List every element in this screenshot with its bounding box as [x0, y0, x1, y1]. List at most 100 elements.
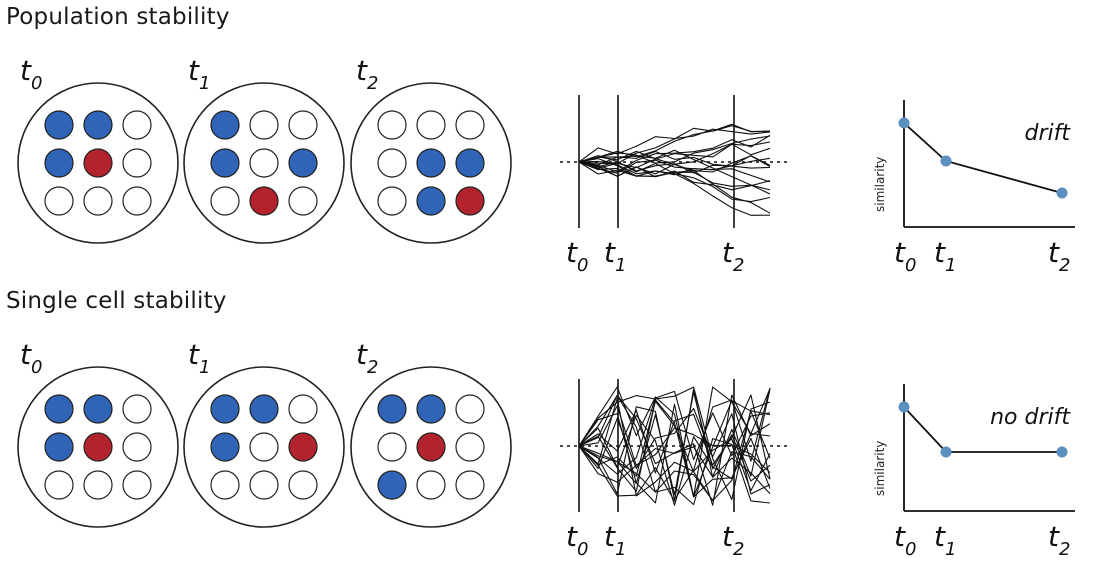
cell-empty — [249, 470, 279, 500]
cell-empty — [122, 110, 152, 140]
cell-blue — [83, 110, 113, 140]
cell-blue — [416, 394, 446, 424]
cell-empty — [377, 148, 407, 178]
drift-annotation: drift — [1025, 121, 1072, 146]
activity-trace — [578, 150, 771, 169]
cell-red — [249, 186, 279, 216]
time-label-t0: t0 — [20, 54, 42, 94]
similarity-axis-label-t0: t0 — [894, 520, 916, 560]
time-label-t1: t1 — [188, 54, 210, 94]
cell-empty — [249, 432, 279, 462]
activity-trace — [578, 400, 771, 504]
cell-blue — [416, 148, 446, 178]
similarity-point — [1056, 187, 1068, 199]
similarity-axis-label-t0: t0 — [894, 236, 916, 276]
cell-blue — [83, 394, 113, 424]
cell-empty — [288, 110, 318, 140]
cell-blue — [210, 148, 240, 178]
cell-blue — [44, 432, 74, 462]
cell-blue — [44, 110, 74, 140]
trace-axis-label-t2: t2 — [722, 236, 744, 276]
similarity-point — [898, 401, 910, 413]
activity-trace — [578, 386, 771, 498]
activity-trace — [578, 123, 771, 163]
cell-blue — [210, 394, 240, 424]
similarity-point — [940, 155, 952, 167]
trace-axis-label-t0: t0 — [566, 520, 588, 560]
similarity-point — [940, 446, 952, 458]
cell-empty — [210, 470, 240, 500]
similarity-axis-label-t1: t1 — [934, 236, 956, 276]
cell-red — [416, 432, 446, 462]
activity-trace — [578, 427, 771, 483]
cell-empty — [288, 186, 318, 216]
cell-empty — [249, 110, 279, 140]
cell-red — [288, 432, 318, 462]
cell-empty — [44, 470, 74, 500]
cell-empty — [288, 394, 318, 424]
population-circle-t0 — [17, 82, 179, 244]
cell-empty — [210, 186, 240, 216]
cell-empty — [455, 394, 485, 424]
activity-trace — [578, 125, 771, 169]
cell-blue — [377, 394, 407, 424]
cell-empty — [455, 432, 485, 462]
population-circle-t0 — [17, 366, 179, 528]
cell-blue — [455, 148, 485, 178]
time-label-t1: t1 — [188, 338, 210, 378]
cell-empty — [122, 470, 152, 500]
cell-empty — [122, 186, 152, 216]
y-axis-label: similarity — [873, 157, 887, 212]
similarity-point — [898, 117, 910, 129]
cell-empty — [122, 432, 152, 462]
cell-blue — [377, 470, 407, 500]
activity-trace — [578, 386, 771, 501]
cell-empty — [288, 470, 318, 500]
cell-empty — [377, 186, 407, 216]
section-title-single-cell: Single cell stability — [6, 288, 227, 314]
cell-empty — [377, 432, 407, 462]
drift-annotation: no drift — [990, 405, 1071, 430]
population-circle-t2 — [350, 366, 512, 528]
population-circle-t1 — [183, 82, 345, 244]
cell-empty — [83, 186, 113, 216]
cell-empty — [455, 110, 485, 140]
trace-axis-label-t1: t1 — [604, 236, 626, 276]
activity-trace — [578, 161, 771, 203]
activity-trace — [578, 150, 771, 173]
activity-trace — [578, 161, 771, 191]
cell-empty — [44, 186, 74, 216]
section-title-population: Population stability — [6, 4, 230, 30]
cell-empty — [83, 470, 113, 500]
cell-blue — [44, 394, 74, 424]
cell-empty — [455, 470, 485, 500]
activity-trace — [578, 390, 771, 475]
time-label-t2: t2 — [356, 54, 378, 94]
activity-trace — [578, 394, 771, 506]
activity-trace — [578, 161, 771, 214]
population-circle-t1 — [183, 366, 345, 528]
cell-empty — [377, 110, 407, 140]
activity-trace — [578, 135, 771, 164]
time-label-t2: t2 — [356, 338, 378, 378]
cell-blue — [44, 148, 74, 178]
trace-axis-label-t0: t0 — [566, 236, 588, 276]
activity-trace — [578, 388, 771, 478]
activity-trace — [578, 387, 771, 501]
activity-traces-plot: t0 t1 t2 — [560, 95, 790, 276]
activity-trace — [578, 394, 771, 479]
activity-trace — [578, 391, 771, 496]
cell-empty — [122, 394, 152, 424]
time-label-t0: t0 — [20, 338, 42, 378]
cell-red — [455, 186, 485, 216]
trace-axis-label-t2: t2 — [722, 520, 744, 560]
cell-empty — [249, 148, 279, 178]
cell-empty — [416, 470, 446, 500]
cell-empty — [416, 110, 446, 140]
population-circle-t2 — [350, 82, 512, 244]
